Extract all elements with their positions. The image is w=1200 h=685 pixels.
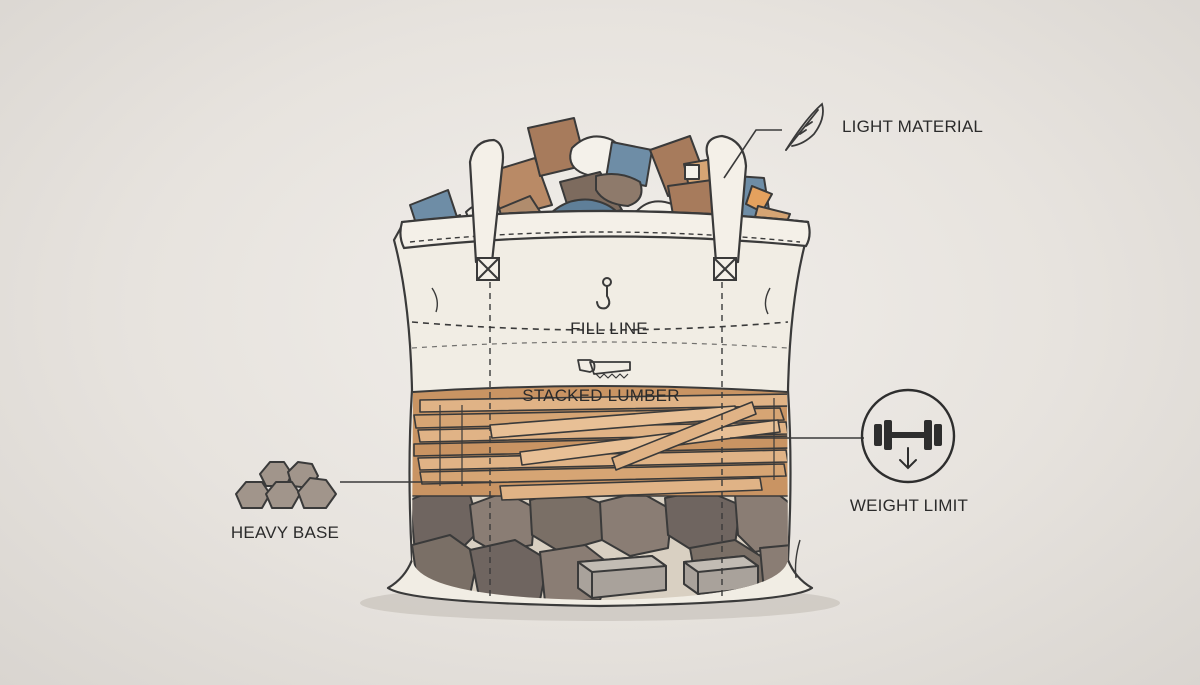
hook-icon xyxy=(596,277,612,310)
lumber-board xyxy=(611,401,757,471)
bag-contents-window xyxy=(412,386,788,600)
heavy-base-rocks xyxy=(412,487,788,600)
debris-piece xyxy=(684,164,700,180)
lumber-board xyxy=(419,393,788,413)
stacked-lumber-label: STACKED LUMBER xyxy=(522,386,679,405)
bag-rim xyxy=(399,209,811,250)
debris-piece xyxy=(595,173,643,207)
fill-line-stitch xyxy=(411,321,789,331)
light-material-label: LIGHT MATERIAL xyxy=(842,117,983,136)
bag-window-outline xyxy=(412,385,788,393)
rock-pile-icon xyxy=(235,461,337,509)
left-strap xyxy=(468,138,505,264)
dumbbell-weight-icon xyxy=(860,388,956,484)
lumber-board xyxy=(499,477,763,501)
weight-limit-label: WEIGHT LIMIT xyxy=(850,496,968,515)
bag-rim-stitching xyxy=(409,231,801,243)
fabric-fold xyxy=(431,287,439,313)
right-strap xyxy=(705,134,748,264)
bag-straps xyxy=(468,134,748,264)
fabric-fold xyxy=(794,539,801,579)
concrete-block xyxy=(683,555,759,573)
stacked-lumber xyxy=(412,386,788,501)
heavy-base-label: HEAVY BASE xyxy=(231,523,339,542)
saw-icon xyxy=(577,359,631,379)
fabric-fold xyxy=(764,287,771,315)
feather-icon xyxy=(785,102,824,151)
light-material-leader xyxy=(723,129,782,179)
lumber-board xyxy=(417,449,788,471)
fill-line-label: FILL LINE xyxy=(570,319,648,338)
lumber-board xyxy=(419,463,787,485)
concrete-block xyxy=(577,555,667,573)
seam-stitch xyxy=(411,341,789,349)
strap-patches xyxy=(476,257,737,281)
